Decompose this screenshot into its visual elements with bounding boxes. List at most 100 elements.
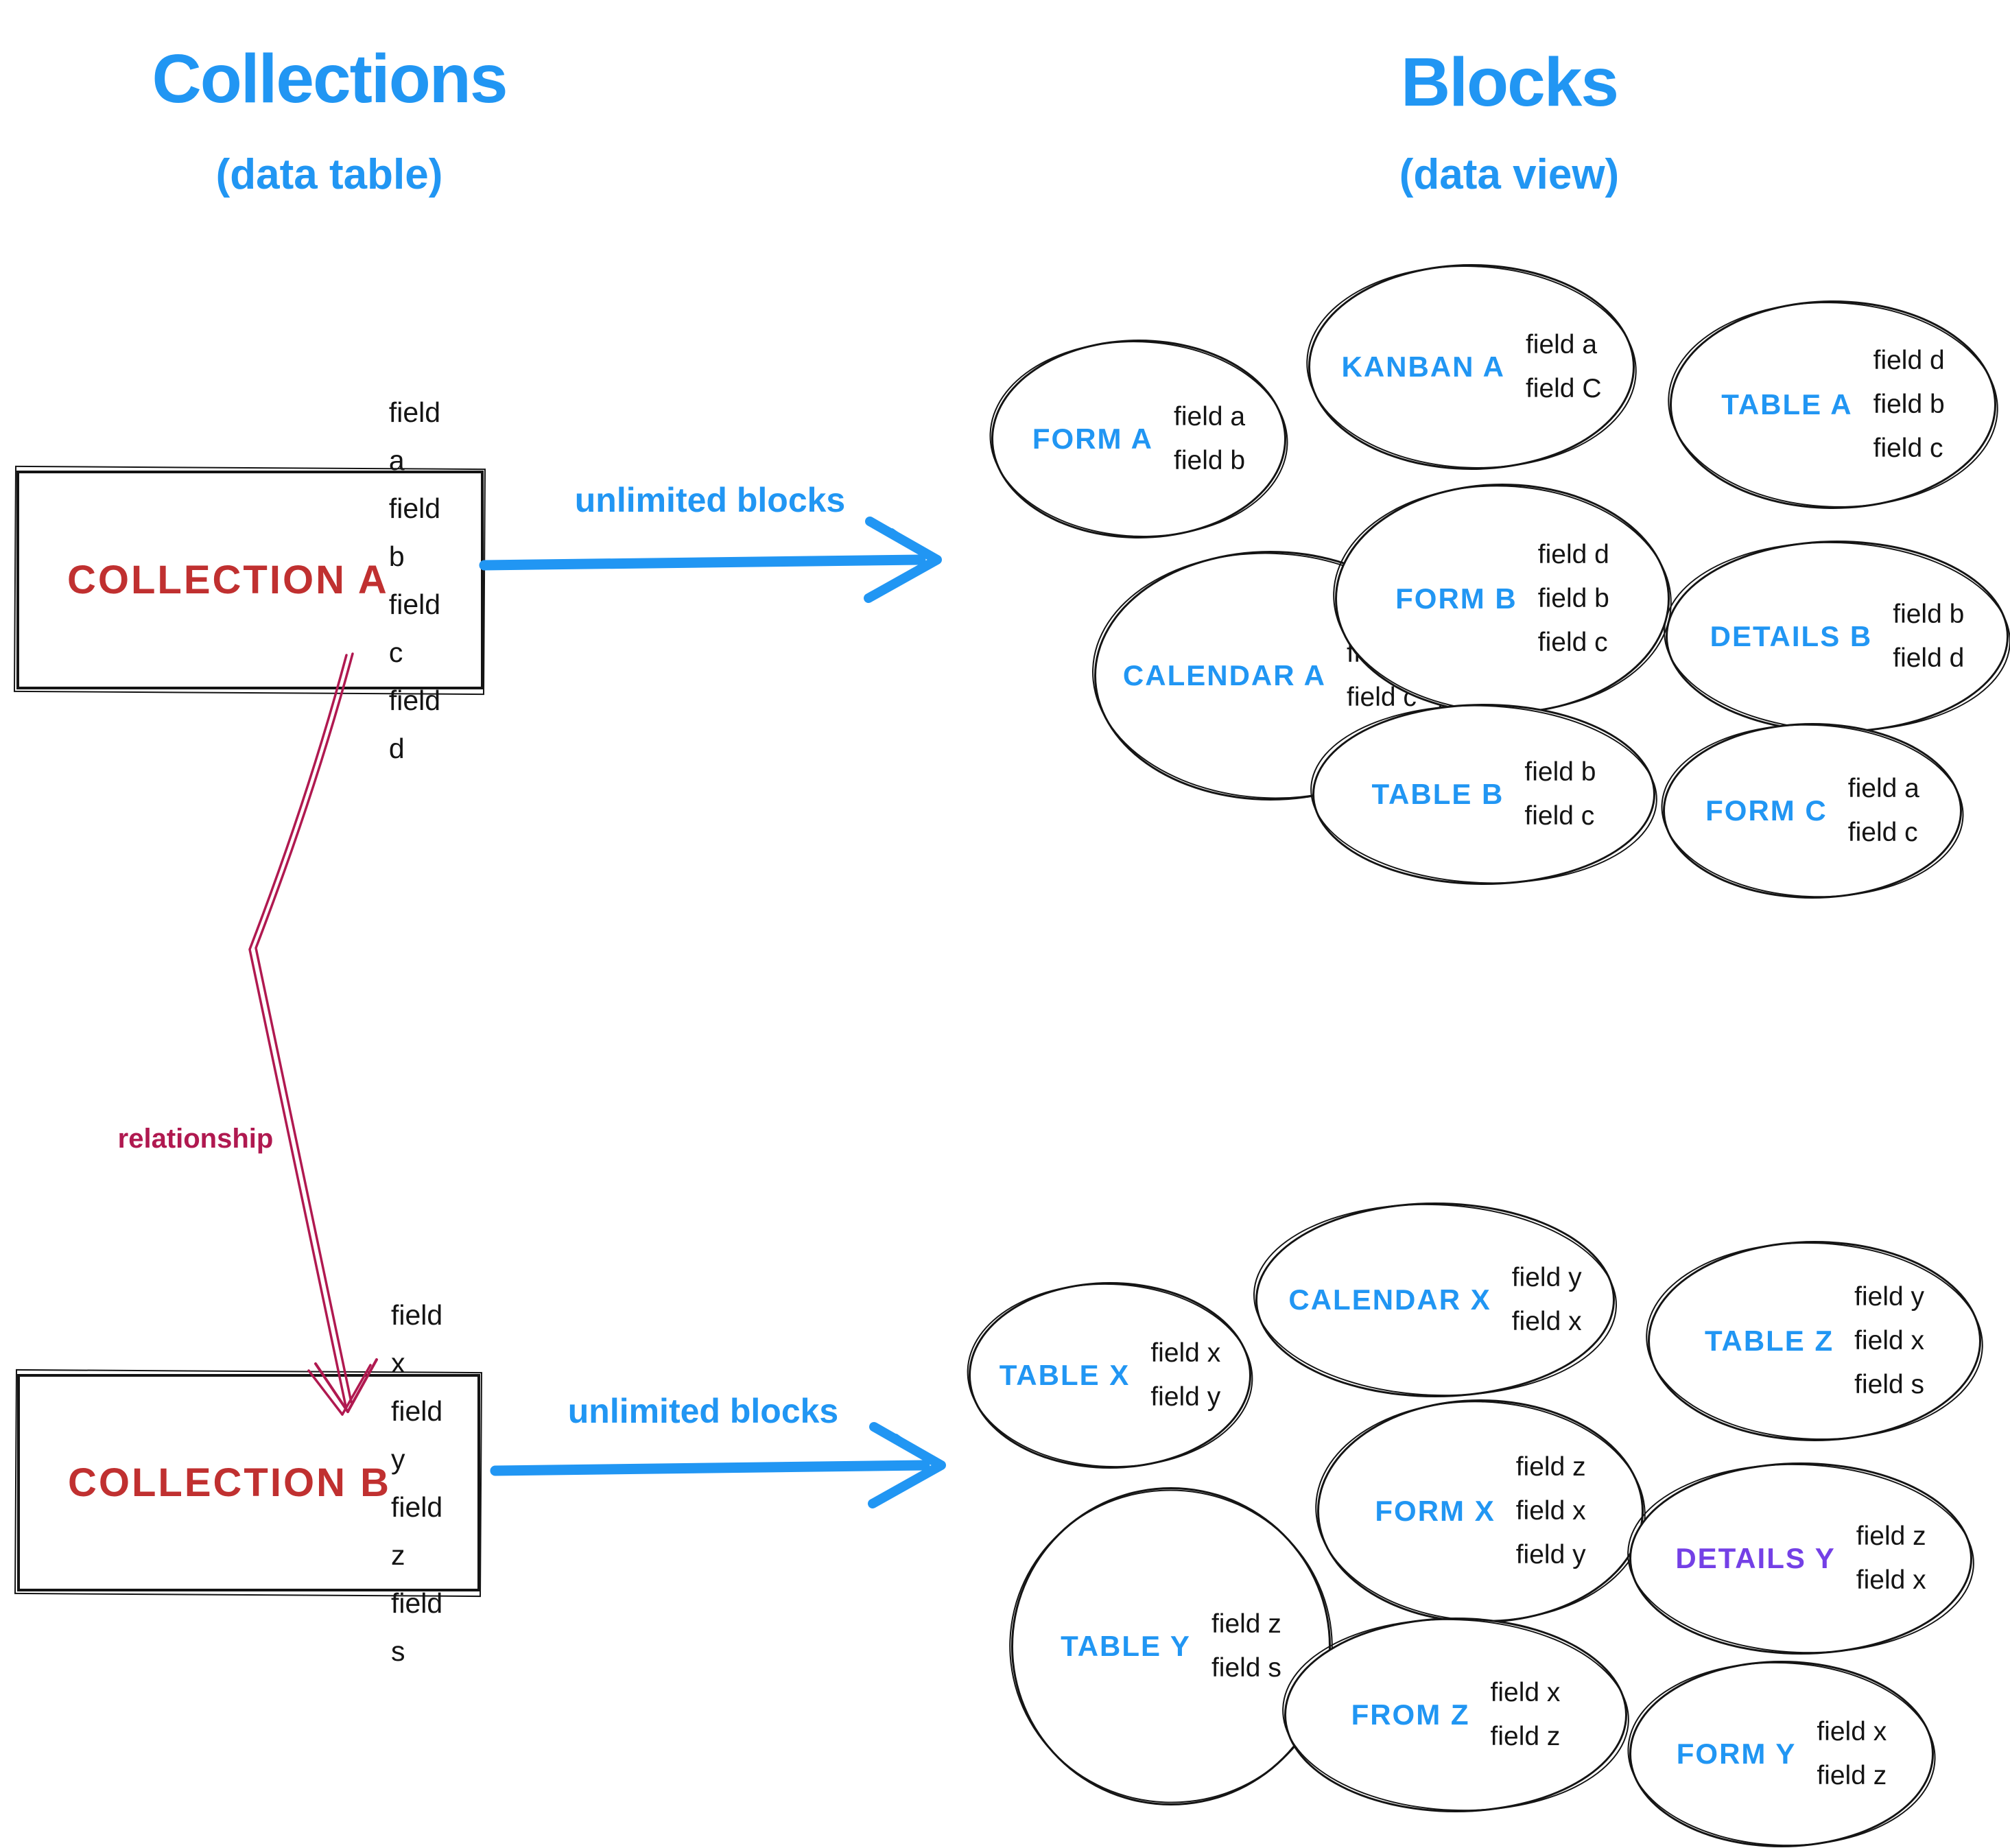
block-node-table-z: TABLE Z field y field x field s [1648, 1241, 1981, 1441]
block-node-fields: field a field C [1526, 323, 1602, 411]
block-node-form-x: FORM X field z field x field y [1317, 1399, 1644, 1623]
block-node-fields: field d field b field c [1538, 533, 1609, 665]
block-node-label: TABLE B [1371, 778, 1504, 810]
blocks-column-header: Blocks (data view) [1194, 34, 1825, 220]
block-node-label: FORM Y [1676, 1738, 1797, 1770]
block-node-fields: field z field x field y [1516, 1445, 1586, 1577]
collection-field: field s [390, 1587, 443, 1667]
block-node-form-c: FORM C field a field c [1663, 723, 1962, 899]
block-field: field x [1817, 1717, 1887, 1746]
block-node-fields: field z field x [1856, 1515, 1926, 1602]
block-field: field b [1524, 757, 1596, 787]
block-field: field d [1873, 346, 1945, 375]
block-field: field x [1515, 1496, 1586, 1526]
block-field: field x [1854, 1326, 1925, 1355]
block-field: field y [1511, 1263, 1582, 1292]
block-node-label: CALENDAR A [1122, 659, 1327, 691]
block-field: field s [1211, 1653, 1281, 1683]
block-field: field d [1893, 643, 1965, 673]
block-node-kanban-a: KANBAN A field a field C [1308, 264, 1635, 470]
block-field: field C [1525, 374, 1602, 403]
block-field: field c [1847, 818, 1918, 847]
block-field: field z [1211, 1609, 1281, 1639]
block-field: field c [1524, 801, 1595, 831]
collection-b-fields: field x field y field z field s [391, 1291, 442, 1675]
block-field: field x [1150, 1338, 1221, 1368]
block-node-label: TABLE A [1721, 388, 1853, 420]
relationship-label: relationship [117, 1124, 274, 1154]
block-node-label: DETAILS B [1710, 620, 1873, 652]
block-field: field a [1847, 774, 1919, 803]
block-node-label: FORM A [1032, 423, 1153, 455]
block-node-fields: field a field c [1848, 767, 1919, 855]
blocks-subtitle: (data view) [1399, 151, 1620, 198]
unlimited-blocks-label-a: unlimited blocks [574, 481, 846, 519]
collection-a-fields: field a field b field c field d [389, 388, 443, 772]
block-node-fields: field x field z [1491, 1671, 1561, 1759]
block-field: field x [1490, 1678, 1561, 1707]
block-field: field b [1893, 600, 1965, 629]
block-node-fields: field x field y [1150, 1331, 1220, 1419]
unlimited-blocks-label-b: unlimited blocks [567, 1392, 839, 1430]
block-node-label: DETAILS Y [1675, 1542, 1836, 1574]
block-field: field a [1525, 330, 1598, 359]
block-field: field y [1854, 1282, 1925, 1312]
block-field: field b [1873, 390, 1945, 419]
block-field: field z [1515, 1452, 1586, 1482]
block-field: field b [1174, 446, 1246, 475]
collection-a-label: COLLECTION A [67, 558, 389, 602]
block-node-details-y: DETAILS Y field z field x [1629, 1462, 1972, 1655]
block-node-table-b: TABLE B field b field c [1312, 704, 1655, 885]
block-node-label: CALENDAR X [1288, 1283, 1491, 1316]
collection-b-label: COLLECTION B [68, 1460, 391, 1505]
block-node-form-y: FORM Y field x field z [1629, 1661, 1934, 1847]
block-node-fields: field y field x field s [1854, 1275, 1924, 1407]
block-node-label: FORM C [1705, 794, 1828, 827]
block-node-label: KANBAN A [1341, 351, 1505, 383]
collections-title: Collections [152, 40, 508, 117]
block-field: field x [1856, 1565, 1926, 1595]
block-field: field b [1537, 584, 1609, 613]
block-field: field d [1537, 540, 1609, 569]
block-field: field c [1537, 628, 1608, 657]
block-node-label: FORM B [1395, 582, 1517, 615]
unlimited-blocks-arrow-b [490, 1422, 946, 1508]
block-field: field y [1515, 1540, 1586, 1569]
block-node-label: FORM X [1375, 1495, 1495, 1527]
collection-field: field b [388, 492, 441, 572]
block-field: field y [1150, 1382, 1221, 1412]
block-node-calendar-x: CALENDAR X field y field x [1255, 1203, 1615, 1397]
block-node-form-b: FORM B field d field b field c [1335, 484, 1670, 714]
collection-field: field c [388, 588, 441, 668]
block-node-table-y: TABLE Y field z field s [1011, 1487, 1331, 1805]
collection-field: field d [388, 684, 441, 764]
collection-a-box: COLLECTION A field a field b field c fie… [16, 396, 484, 764]
collection-field: field a [388, 396, 441, 476]
block-field: field x [1511, 1307, 1582, 1336]
block-node-label: TABLE X [999, 1359, 1131, 1391]
block-node-fields: field y field x [1512, 1256, 1582, 1344]
block-node-fields: field b field d [1893, 593, 1964, 680]
block-field: field z [1817, 1761, 1887, 1790]
block-node-fields: field z field s [1211, 1602, 1281, 1690]
collections-subtitle: (data table) [215, 151, 443, 198]
block-node-details-b: DETAILS B field b field d [1666, 541, 2009, 733]
blocks-title: Blocks [1401, 44, 1619, 121]
block-node-table-a: TABLE A field d field b field c [1670, 300, 1996, 509]
block-field: field s [1854, 1370, 1925, 1399]
block-node-label: TABLE Z [1704, 1325, 1834, 1357]
block-field: field z [1856, 1521, 1926, 1551]
unlimited-blocks-arrow-a [479, 517, 942, 603]
collection-field: field z [390, 1491, 443, 1571]
block-node-fields: field x field z [1817, 1710, 1887, 1798]
block-node-label: TABLE Y [1061, 1630, 1191, 1662]
collections-column-header: Collections (data table) [0, 27, 659, 220]
block-node-table-x: TABLE X field x field y [969, 1282, 1251, 1469]
block-field: field z [1490, 1722, 1561, 1751]
block-node-fields: field d field b field c [1873, 339, 1945, 471]
block-field: field c [1873, 434, 1943, 463]
